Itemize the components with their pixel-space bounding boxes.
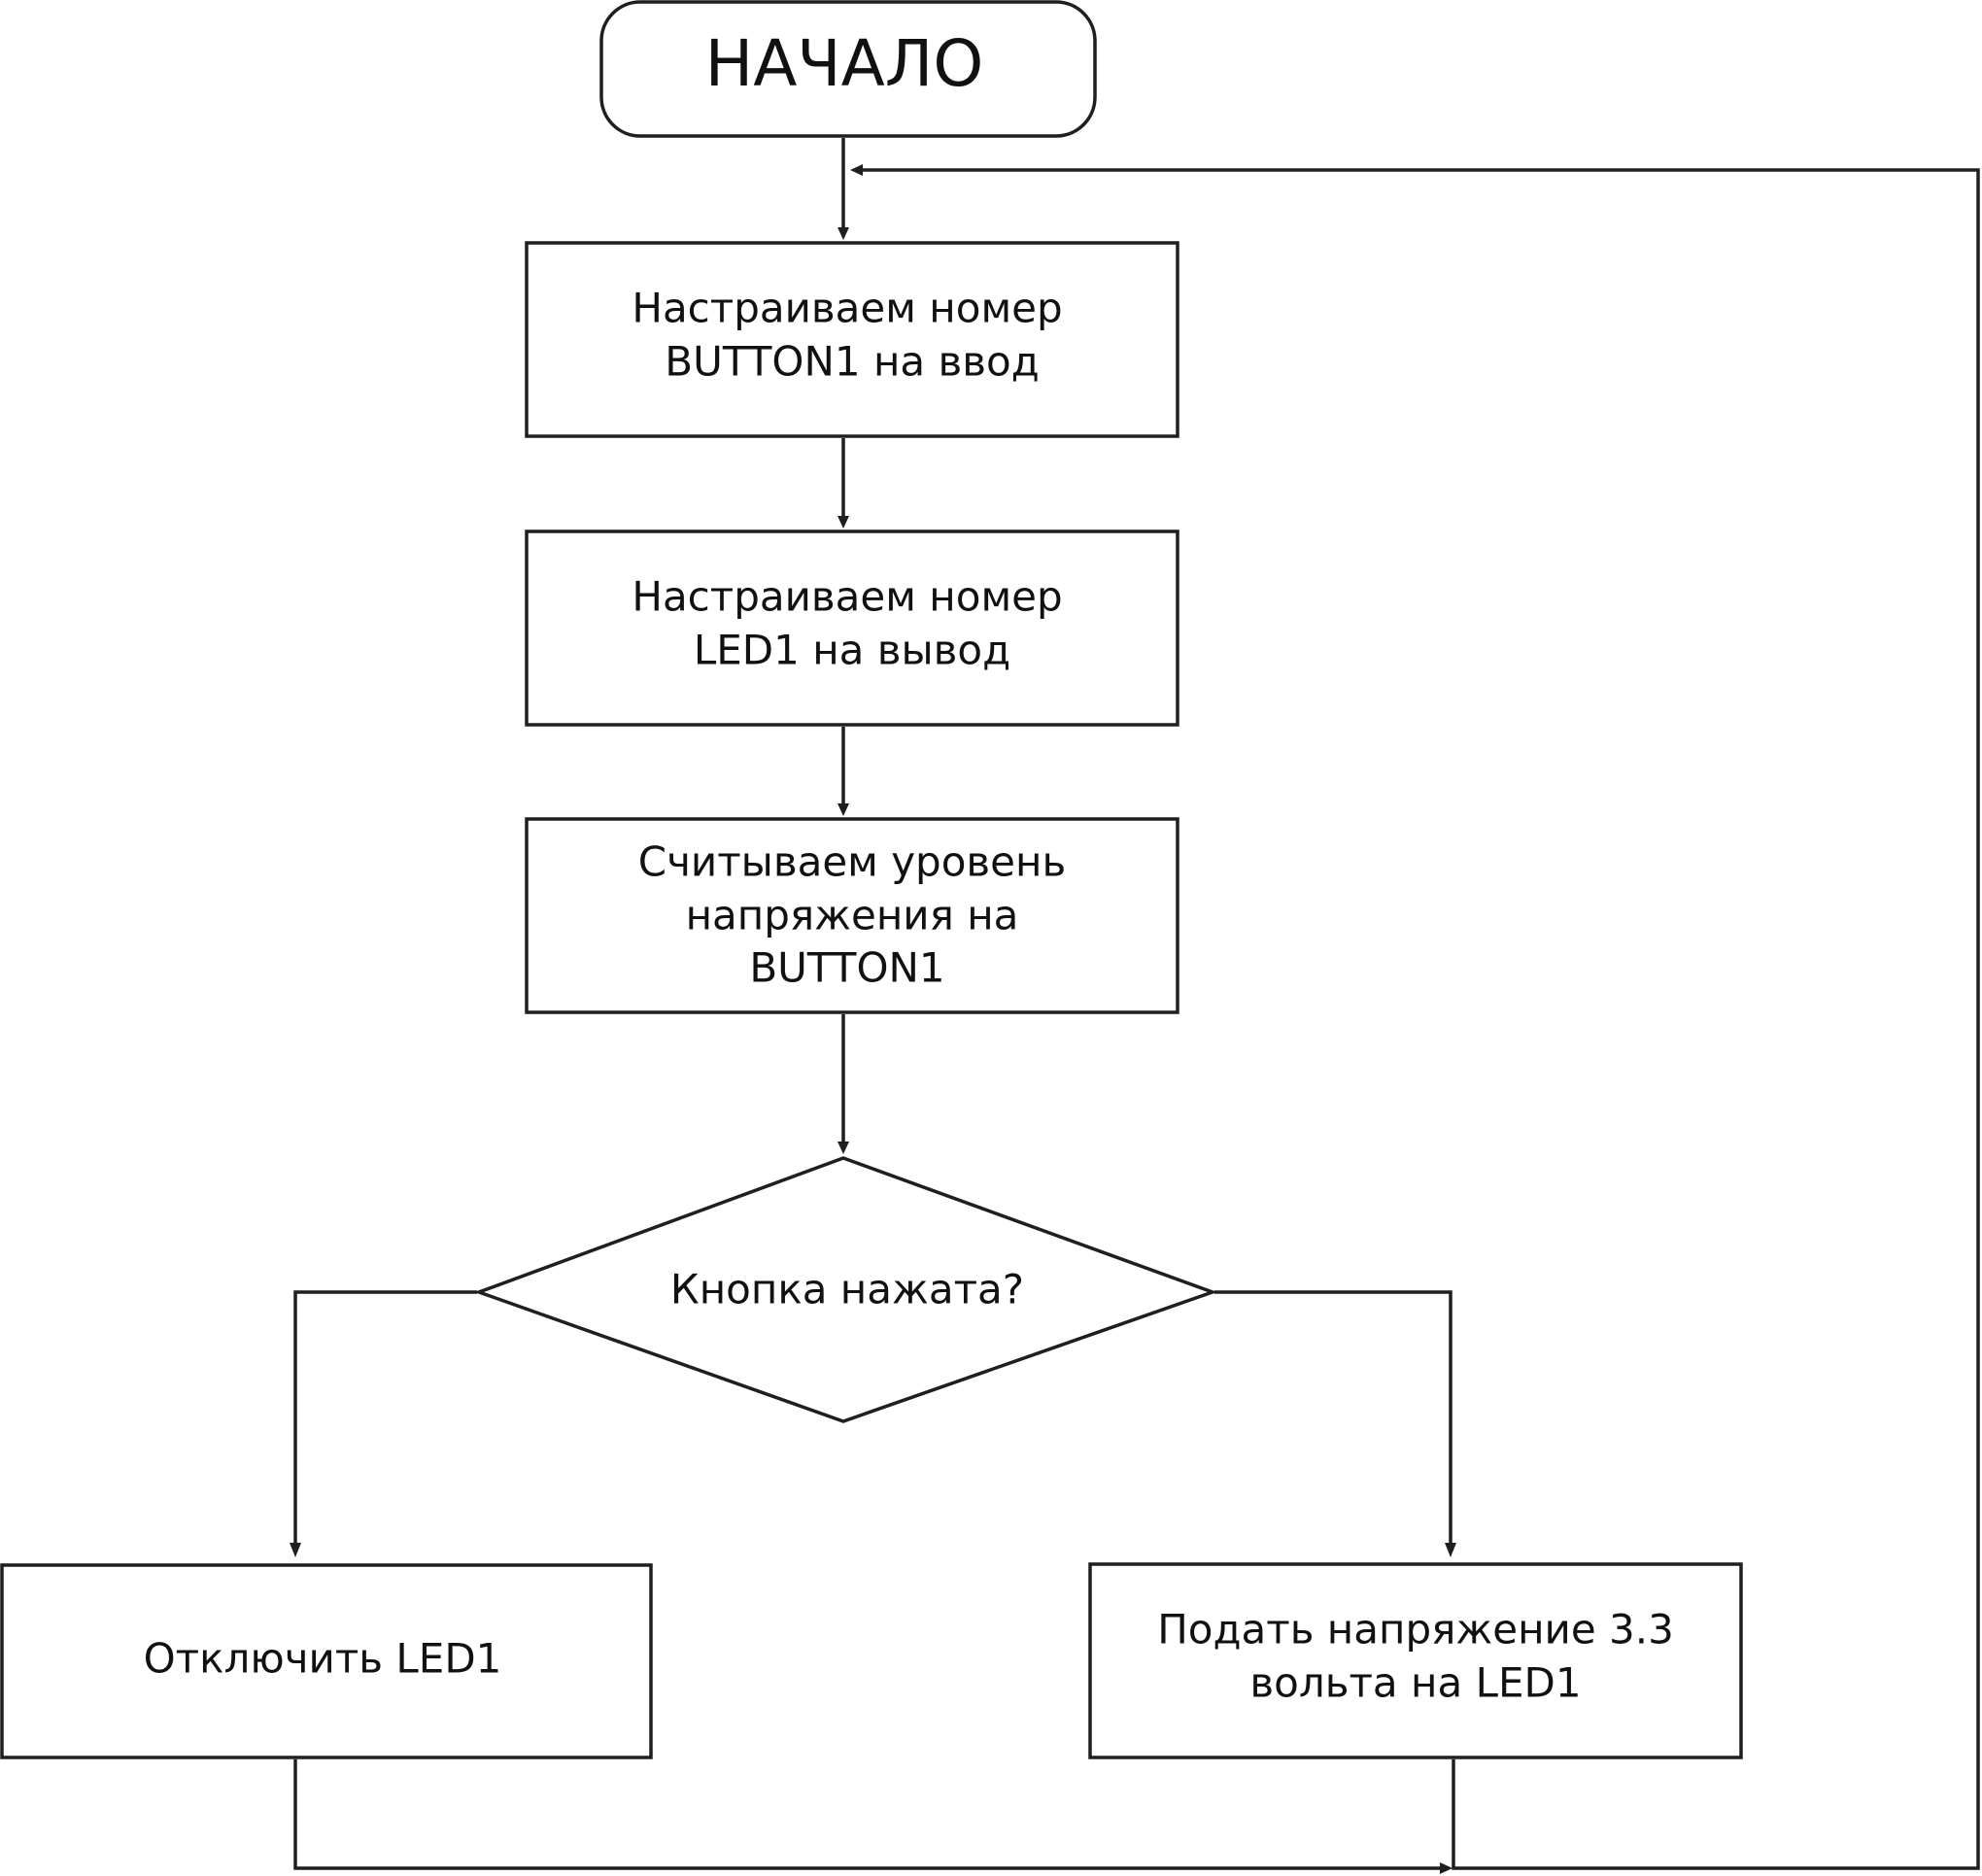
step-led-on-line-1: Подать напряжение 3.3	[1157, 1606, 1674, 1654]
step-configure-led-box	[525, 529, 1179, 727]
step-configure-led: Настраиваем номер LED1 на вывод	[525, 529, 1179, 727]
step-read-voltage-line-3: BUTTON1	[749, 944, 944, 992]
step-read-voltage-box	[525, 817, 1179, 1014]
arrowhead-loop	[850, 164, 863, 176]
start-node-shape	[599, 0, 1097, 138]
arrowhead-step1	[837, 227, 849, 240]
start-node-label: НАЧАЛО	[705, 26, 984, 101]
step-configure-led-line-1: Настраиваем номер	[632, 573, 1062, 621]
step-configure-button: Настраиваем номер BUTTON1 на ввод	[525, 241, 1179, 438]
arrowhead-decision	[837, 1142, 849, 1154]
step-led-on: Подать напряжение 3.3 вольта на LED1	[1088, 1562, 1743, 1759]
step-configure-button-line-2: BUTTON1 на ввод	[665, 338, 1039, 386]
step-read-voltage-line-1: Считываем уровень	[638, 838, 1066, 886]
step-read-voltage-line-2: напряжения на	[686, 892, 1019, 939]
connectors	[290, 138, 1980, 1874]
arrowhead-led-on	[1445, 1543, 1456, 1557]
decision-button-pressed: Кнопка нажата?	[473, 1156, 1218, 1423]
step-configure-button-line-1: Настраиваем номер	[632, 285, 1062, 332]
start-node: НАЧАЛО	[599, 0, 1097, 138]
step-led-on-line-2: вольта на LED1	[1249, 1659, 1581, 1707]
connector-decision-to-led-off	[293, 1290, 477, 1545]
step-led-off-box	[0, 1563, 653, 1759]
arrowhead-step3	[837, 803, 849, 816]
connector-loop-back	[861, 168, 1980, 1870]
connector-led-off-to-merge	[293, 1759, 1442, 1870]
arrowhead-merge	[1440, 1862, 1452, 1874]
step-led-off: Отключить LED1	[0, 1563, 653, 1759]
step-led-off-label: Отключить LED1	[144, 1635, 502, 1683]
step-read-voltage: Считываем уровень напряжения на BUTTON1	[525, 817, 1179, 1014]
connector-decision-to-led-on	[1214, 1290, 1452, 1545]
step-configure-button-box	[525, 241, 1179, 438]
arrowhead-step2	[837, 516, 849, 529]
step-led-on-box	[1088, 1562, 1743, 1759]
decision-label: Кнопка нажата?	[670, 1266, 1024, 1313]
step-configure-led-line-2: LED1 на вывод	[694, 627, 1010, 674]
decision-diamond	[473, 1156, 1218, 1423]
arrowhead-led-off	[290, 1543, 301, 1557]
